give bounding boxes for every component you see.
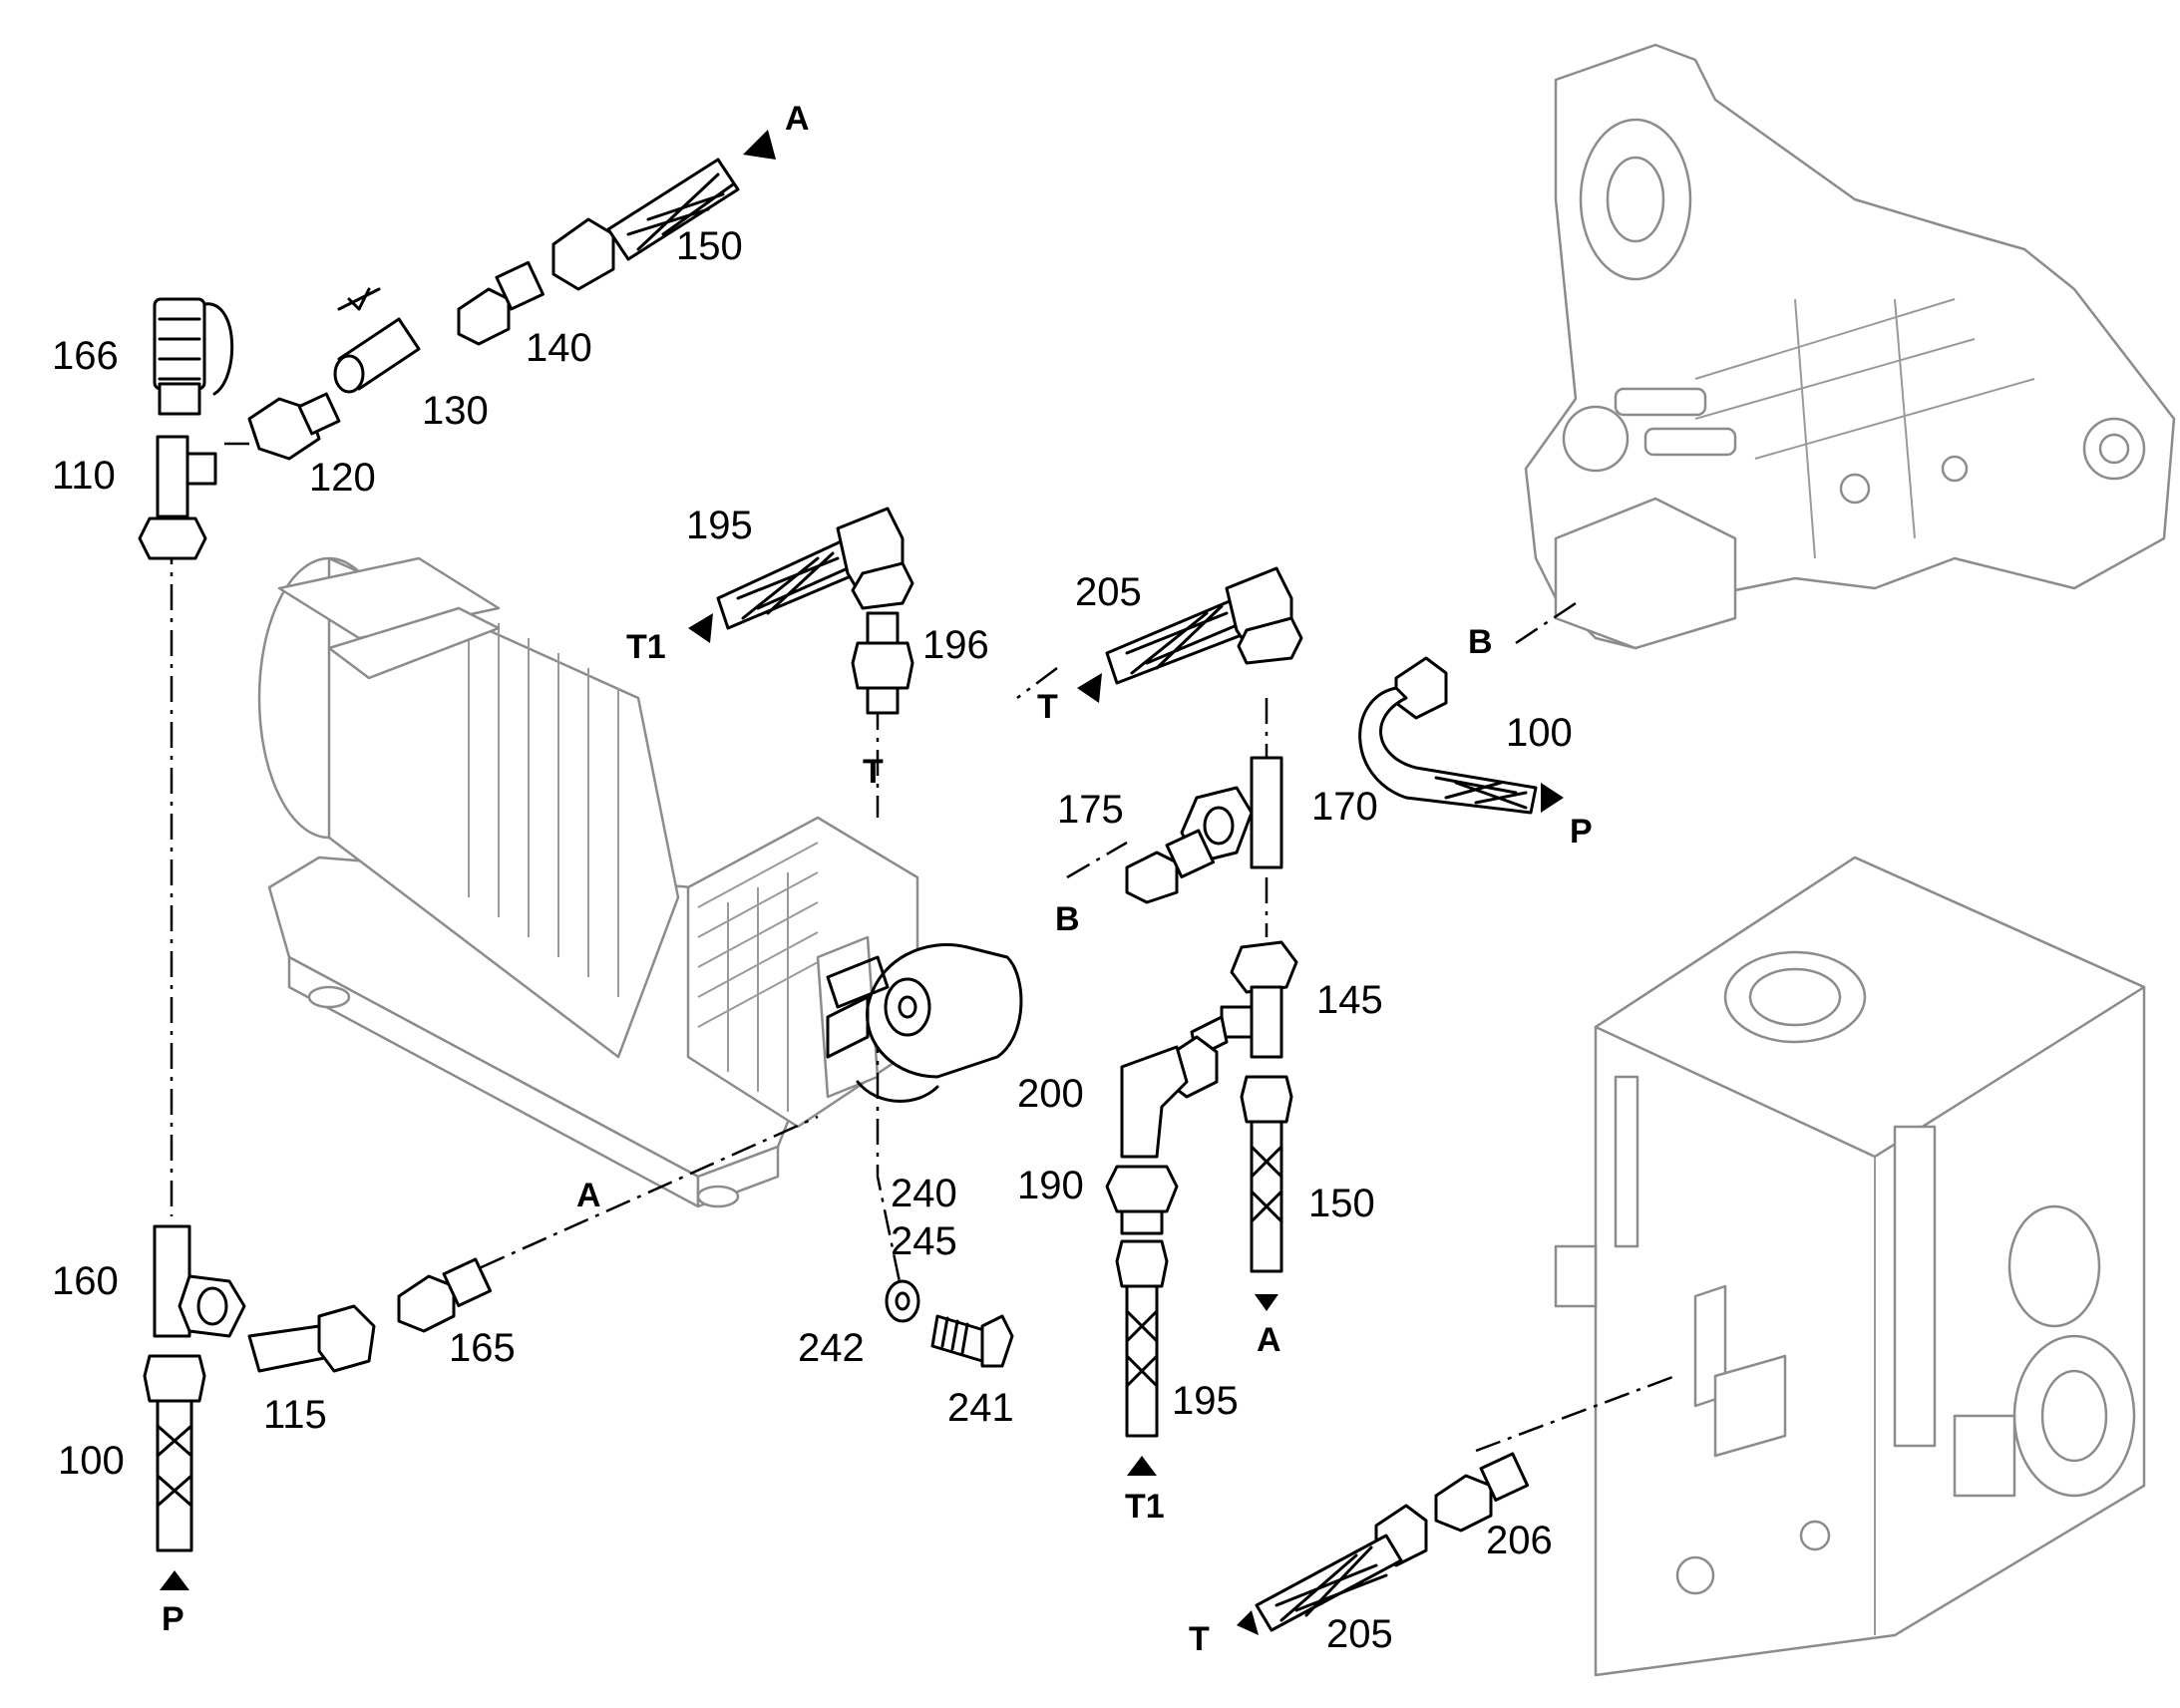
label-130: 130 [422, 389, 489, 433]
part-206-nipple [1434, 1452, 1530, 1533]
arrow-p-right [1541, 783, 1564, 813]
label-205-top: 205 [1075, 570, 1142, 614]
label-145: 145 [1316, 978, 1383, 1022]
center-lines [170, 442, 1676, 1453]
port-t1-bottom: T1 [1125, 1488, 1165, 1526]
port-b-right: B [1468, 623, 1493, 661]
part-200-elbow [1120, 1035, 1219, 1159]
label-200: 200 [1017, 1072, 1084, 1116]
port-p-right: P [1570, 813, 1593, 851]
label-240: 240 [891, 1172, 957, 1215]
part-166-coupling [153, 297, 234, 416]
part-190-reducer [1105, 1165, 1179, 1235]
part-100-hose-left [143, 1354, 206, 1552]
port-p-bottom: P [162, 1600, 184, 1638]
arrow-p-bottom [160, 1570, 189, 1590]
label-110: 110 [52, 454, 116, 498]
label-175: 175 [1057, 788, 1124, 832]
port-a-top: A [785, 100, 810, 138]
label-100-left: 100 [58, 1439, 125, 1483]
part-110-tee [138, 435, 217, 560]
label-165: 165 [449, 1326, 516, 1370]
arrow-t-left [1077, 673, 1102, 703]
label-190: 190 [1017, 1164, 1084, 1207]
label-140: 140 [526, 326, 592, 370]
part-205-hose-bottom [1255, 1504, 1428, 1632]
part-140-nipple [457, 260, 545, 346]
part-130-check-valve [333, 287, 421, 394]
port-a-bottom: A [1257, 1321, 1281, 1359]
label-205-bottom: 205 [1326, 1612, 1393, 1656]
label-150-top: 150 [676, 224, 743, 268]
part-165-nipple [397, 1257, 493, 1333]
part-150-hose-top [551, 158, 740, 291]
part-196-nipple [851, 611, 914, 715]
part-242-washer [885, 1279, 920, 1323]
label-195-bottom: 195 [1172, 1379, 1239, 1423]
part-115-elbow [247, 1304, 376, 1373]
port-t1-top: T1 [626, 628, 666, 666]
label-150-mid: 150 [1308, 1182, 1375, 1225]
part-195-hose-bottom [1115, 1239, 1169, 1438]
port-labels: A T1 T T B B P A A T1 P T [162, 100, 1593, 1658]
part-205-hose-top [1105, 566, 1303, 685]
port-a-diag: A [576, 1177, 601, 1214]
label-170: 170 [1311, 785, 1378, 829]
part-145-tee [1190, 940, 1298, 1059]
port-t-left: T [1037, 688, 1058, 726]
label-100-right: 100 [1506, 711, 1573, 755]
part-241-bolt [930, 1314, 1014, 1368]
part-240-flange [826, 943, 1023, 1103]
gearbox-housing [1554, 855, 2146, 1677]
flow-arrows [160, 130, 1564, 1635]
arrow-a-bottom [1255, 1294, 1278, 1311]
label-160: 160 [52, 1259, 119, 1303]
label-206: 206 [1486, 1519, 1553, 1562]
part-150-hose-mid [1240, 1075, 1293, 1273]
part-number-labels: 166 110 120 130 140 150 195 196 205 175 … [52, 224, 1573, 1656]
arrow-t1-bottom [1127, 1456, 1157, 1476]
part-175-nipple [1125, 829, 1216, 904]
label-242: 242 [798, 1326, 865, 1370]
part-160-tee [153, 1224, 246, 1338]
port-t-mid: T [863, 753, 884, 791]
label-115: 115 [263, 1393, 327, 1437]
axle-housing [1524, 43, 2176, 650]
label-166: 166 [52, 334, 119, 378]
port-t-bottom: T [1189, 1620, 1210, 1658]
label-241: 241 [947, 1386, 1014, 1430]
arrow-a-top [743, 130, 776, 160]
part-120-adapter [247, 392, 341, 461]
port-b-mid: B [1055, 900, 1080, 938]
part-195-hose-top [716, 507, 914, 630]
arrow-t1-top [688, 613, 713, 643]
part-170-tee [1180, 756, 1283, 869]
label-196: 196 [922, 623, 989, 667]
arrow-t-bottom [1237, 1610, 1259, 1635]
motor-pump-unit [257, 556, 919, 1208]
label-120: 120 [309, 456, 376, 500]
label-245: 245 [891, 1219, 957, 1263]
part-100-hose-right [1358, 656, 1538, 815]
label-195-top: 195 [686, 504, 753, 547]
